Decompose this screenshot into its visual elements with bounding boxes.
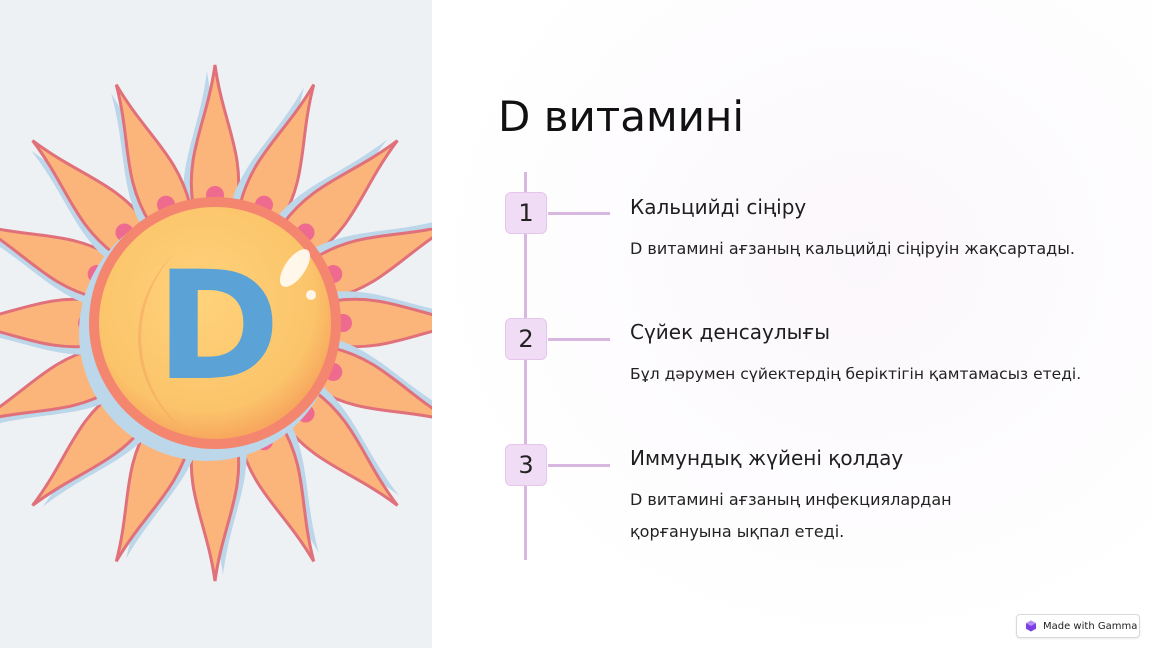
step-heading-2: Сүйек денсаулығы [630,320,831,344]
step-heading-1: Кальцийді сіңіру [630,195,807,219]
sun-ray [31,139,150,268]
step-description-3-line-2: қорғануына ықпал етеді. [630,522,845,541]
made-with-gamma-label: Made with Gamma [1043,620,1138,632]
sun-ray [228,83,316,229]
illustration-panel: D [0,0,432,648]
gamma-logo-icon [1026,620,1036,632]
step-connector-1 [548,212,610,215]
step-connector-3 [548,464,610,467]
step-description-2: Бұл дәрумен сүйектердің беріктігін қамта… [630,365,1082,383]
slide-title: D витамині [498,92,745,141]
step-badge-2: 2 [505,318,547,360]
timeline-line [524,172,527,560]
step-heading-3: Иммундық жүйені қолдау [630,446,904,470]
step-connector-2 [548,338,610,341]
sun-ray [323,291,432,349]
step-description-1: D витамині ағзаның кальцийді сіңіруін жа… [630,239,1075,258]
sun-ray [111,83,192,235]
sun-icon: D [0,64,432,582]
sun-ray [183,64,241,215]
content-panel [432,0,1152,648]
step-badge-3: 3 [505,444,547,486]
sun-ray [270,139,399,258]
step-description-3: D витамині ағзаның инфекциялардан қорған… [630,484,952,548]
made-with-gamma-badge[interactable]: Made with Gamma [1016,614,1140,638]
step-description-3-line-1: D витамині ағзаның инфекциялардан [630,490,952,509]
step-badge-1: 1 [505,192,547,234]
sun-ray [303,219,432,300]
sun-letter: D [156,240,281,414]
